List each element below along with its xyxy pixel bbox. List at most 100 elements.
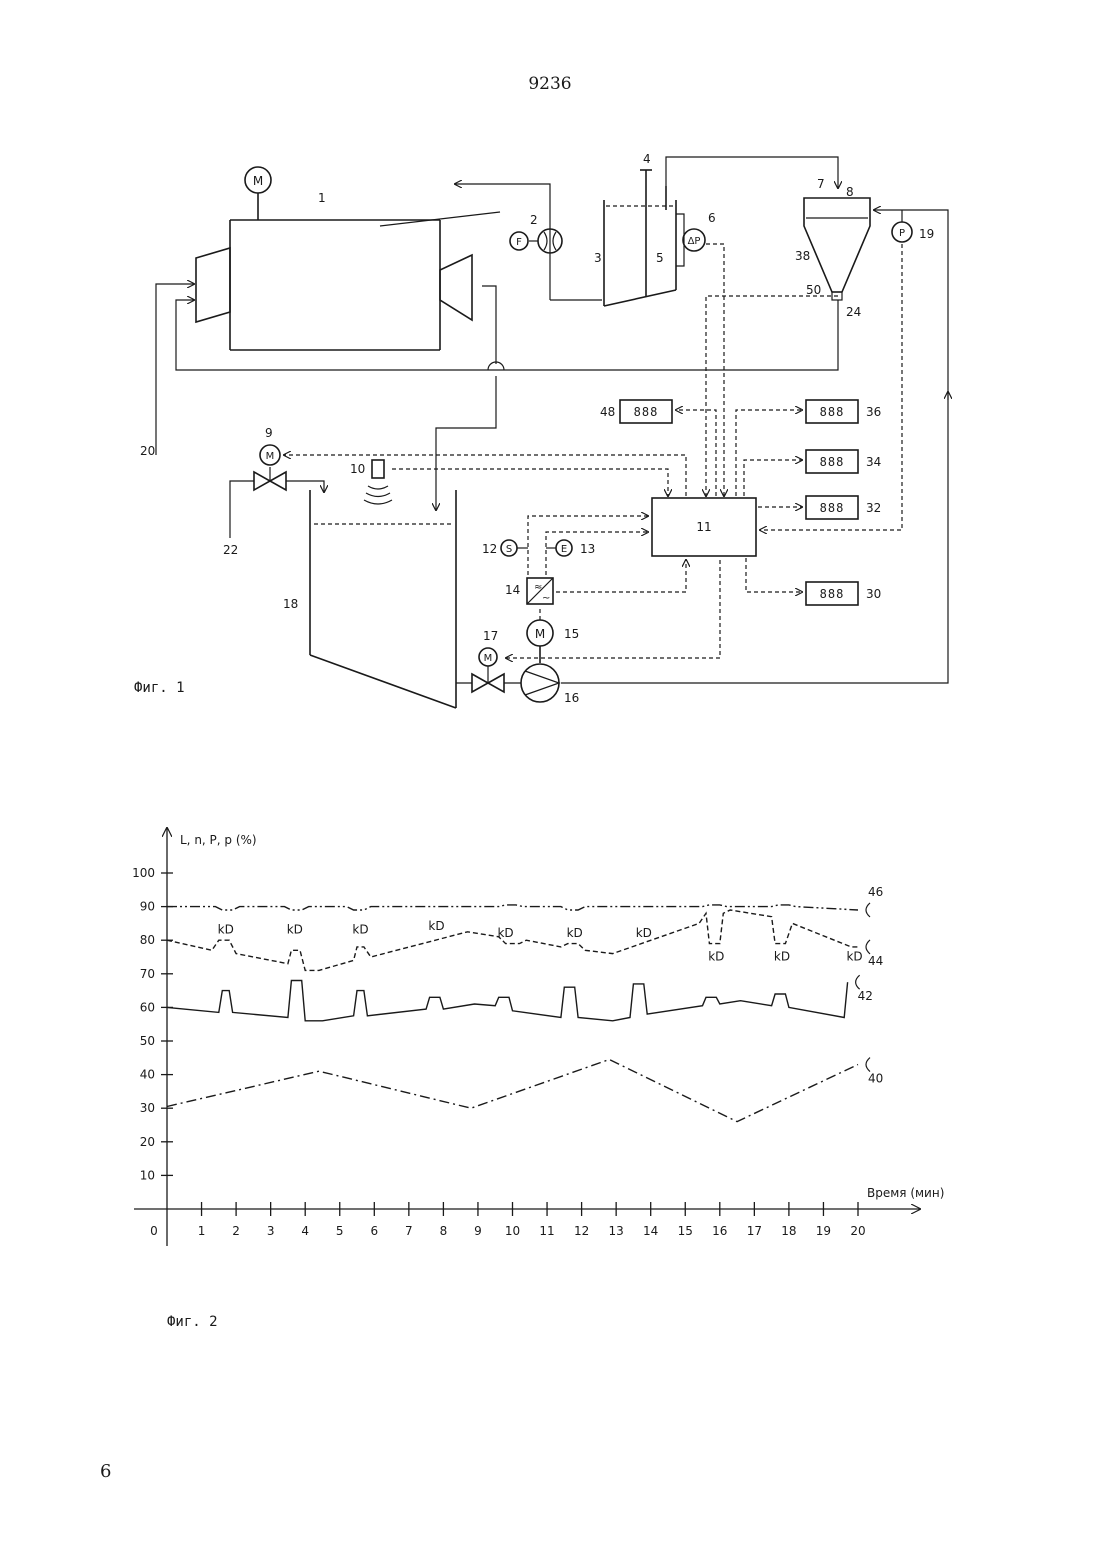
label-8: 8 [846, 185, 854, 199]
svg-text:M: M [535, 627, 545, 641]
svg-text:E: E [561, 544, 567, 555]
x-axis-label: Время (мин) [867, 1186, 944, 1200]
chart-series [167, 905, 858, 1122]
figure-1-diagram: M 1 F 2 4 3 5 ΔP 6 7 8 38 50 2 [0, 0, 1100, 760]
kd-annotation: kD [636, 926, 652, 940]
frequency-converter-icon: ≈ ~ [527, 578, 553, 604]
kd-annotation: kD [428, 919, 444, 933]
kd-annotation: kD [708, 949, 724, 963]
machine-1 [196, 193, 500, 350]
series-line-42 [167, 981, 848, 1021]
x-tick-label: 6 [370, 1224, 378, 1238]
level-sensor-icon [364, 460, 392, 504]
x-tick-label: 14 [643, 1224, 658, 1238]
label-13: 13 [580, 542, 595, 556]
kd-annotation: kD [352, 922, 368, 936]
label-15: 15 [564, 627, 579, 641]
x-tick-label: 1 [198, 1224, 206, 1238]
label-9: 9 [265, 426, 273, 440]
pump-motor-icon: M [527, 620, 553, 663]
series-leader-44 [866, 940, 870, 954]
y-tick-label: 50 [140, 1034, 155, 1048]
flow-meter-icon: F [510, 229, 562, 253]
label-34: 34 [866, 455, 881, 469]
svg-text:~: ~ [542, 593, 550, 604]
series-line-46 [167, 905, 858, 910]
y-tick-label: 20 [140, 1135, 155, 1149]
label-48: 48 [600, 405, 615, 419]
kd-annotation: kD [287, 922, 303, 936]
svg-text:M: M [253, 174, 263, 188]
x-tick-label: 18 [781, 1224, 796, 1238]
label-20: 20 [140, 444, 155, 458]
label-14: 14 [505, 583, 520, 597]
figure-2-caption: Фиг. 2 [167, 1314, 218, 1330]
svg-text:888: 888 [820, 501, 845, 515]
x-tick-label: 20 [850, 1224, 865, 1238]
label-17: 17 [483, 629, 498, 643]
y-tick-label: 100 [132, 866, 155, 880]
label-10: 10 [350, 462, 365, 476]
x-tick-label: 4 [301, 1224, 309, 1238]
y-axis-label: L, n, P, p (%) [180, 833, 257, 847]
label-16: 16 [564, 691, 579, 705]
pressure-icon: P [892, 210, 912, 242]
x-tick-label: 15 [678, 1224, 693, 1238]
label-30: 30 [866, 587, 881, 601]
chart-annotations: 46444240kDkDkDkDkDkDkDkDkDkD [218, 885, 884, 1086]
figure-1-caption: Фиг. 1 [134, 680, 185, 696]
motor-icon: M [245, 167, 271, 193]
label-22: 22 [223, 543, 238, 557]
y-tick-label: 10 [140, 1168, 155, 1182]
label-24: 24 [846, 305, 861, 319]
kd-annotation: kD [774, 949, 790, 963]
x-tick-label: 0 [150, 1224, 158, 1238]
kd-annotation: kD [218, 922, 234, 936]
svg-text:F: F [516, 237, 522, 248]
page-number-footer: 6 [100, 1461, 111, 1482]
y-tick-label: 90 [140, 900, 155, 914]
kd-annotation: kD [846, 949, 862, 963]
svg-text:888: 888 [820, 455, 845, 469]
x-tick-label: 11 [539, 1224, 554, 1238]
chart-axes: 1020304050607080901000123456789101112131… [132, 828, 920, 1246]
series-label-42: 42 [858, 989, 873, 1003]
series-leader-40 [866, 1058, 870, 1072]
e-sensor-icon: E [546, 540, 572, 556]
label-32: 32 [866, 501, 881, 515]
series-line-44 [167, 910, 858, 970]
svg-text:888: 888 [820, 587, 845, 601]
x-tick-label: 16 [712, 1224, 727, 1238]
signal-lines [284, 244, 902, 658]
svg-text:888: 888 [634, 405, 659, 419]
series-leader-46 [866, 903, 870, 917]
x-tick-label: 19 [816, 1224, 831, 1238]
display-30: 888 [806, 582, 858, 605]
y-tick-label: 70 [140, 967, 155, 981]
svg-text:ΔP: ΔP [688, 236, 701, 247]
svg-text:M: M [266, 451, 275, 462]
diff-pressure-icon: ΔP [676, 214, 705, 266]
label-1: 1 [318, 191, 326, 205]
y-tick-label: 40 [140, 1068, 155, 1082]
x-tick-label: 10 [505, 1224, 520, 1238]
y-tick-label: 30 [140, 1101, 155, 1115]
display-32: 888 [806, 496, 858, 519]
label-18: 18 [283, 597, 298, 611]
series-label-46: 46 [868, 885, 883, 899]
label-6: 6 [708, 211, 716, 225]
x-tick-label: 8 [440, 1224, 448, 1238]
svg-text:888: 888 [820, 405, 845, 419]
label-50: 50 [806, 283, 821, 297]
series-label-44: 44 [868, 954, 883, 968]
valve-9-icon: M [254, 445, 286, 490]
label-38: 38 [795, 249, 810, 263]
controller-11: 11 [652, 498, 756, 556]
y-tick-label: 80 [140, 933, 155, 947]
x-tick-label: 5 [336, 1224, 344, 1238]
x-tick-label: 3 [267, 1224, 275, 1238]
filter-tank [550, 170, 676, 306]
svg-text:≈: ≈ [534, 582, 542, 593]
display-36: 888 [806, 400, 858, 423]
x-tick-label: 2 [232, 1224, 240, 1238]
